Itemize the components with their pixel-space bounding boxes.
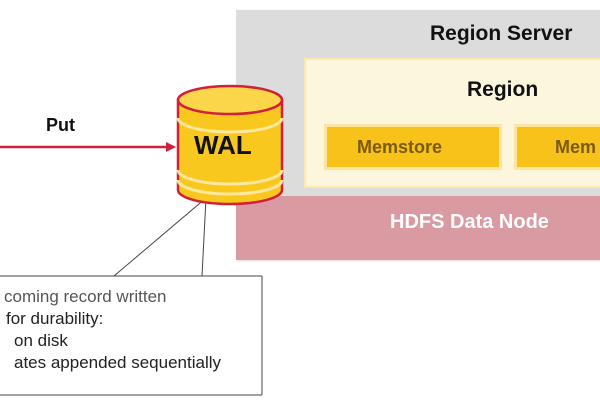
memstore-label-2: Mem [555,136,597,157]
wal-cylinder-icon [176,84,284,206]
callout-line-2: for durability: [6,309,104,328]
callout-line-3: on disk [14,331,68,350]
hdfs-data-node-band [236,196,600,260]
memstore-label-1: Memstore [357,136,443,157]
callout-line-1: coming record written [4,287,167,306]
wal-label: WAL [194,130,252,160]
wal-callout: coming record written for durability: on… [0,286,221,374]
region-server-title: Region Server [430,22,573,45]
callout-pointer [0,196,262,277]
put-label: Put [46,115,75,135]
callout-line-4: ates appended sequentially [14,353,221,372]
hdfs-data-node-title: HDFS Data Node [390,211,549,233]
memstore-box-1: Memstore [324,124,502,170]
region-title: Region [467,78,539,101]
memstore-box-2: Mem [514,124,600,170]
